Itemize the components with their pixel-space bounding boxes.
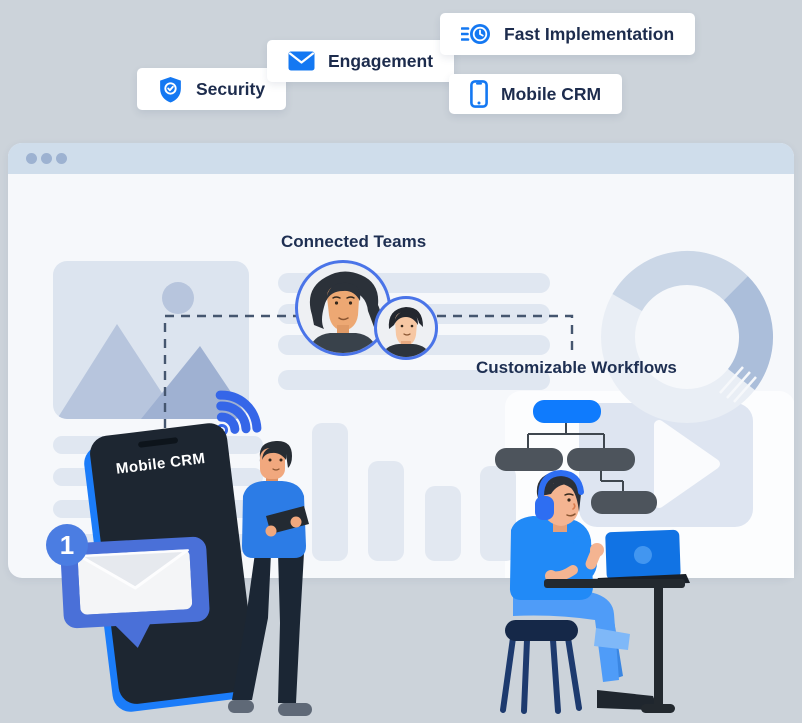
text-line-placeholder — [278, 370, 550, 390]
window-dot-1 — [26, 153, 37, 164]
notification-badge-count: 1 — [59, 529, 75, 560]
image-placeholder — [53, 261, 249, 419]
smartphone-icon — [470, 80, 488, 108]
desk-base — [641, 704, 675, 713]
envelope-large-icon — [77, 549, 193, 615]
chip-fast-implementation[interactable]: Fast Implementation — [440, 13, 696, 55]
avatar-large — [295, 260, 391, 356]
desk-top — [544, 579, 685, 588]
chip-fast-implementation-label: Fast Implementation — [504, 23, 675, 44]
bar-chart-bar — [312, 423, 348, 561]
shield-check-icon — [158, 76, 183, 103]
standing-person — [228, 440, 312, 716]
phone-notch — [137, 437, 179, 448]
dashed-connector — [163, 314, 624, 491]
avatar-large-face — [308, 271, 381, 353]
chip-engagement[interactable]: Engagement — [267, 40, 455, 82]
speed-clock-icon — [461, 22, 491, 46]
desk-pole — [654, 588, 663, 706]
chip-mobile-crm-label: Mobile CRM — [501, 83, 602, 104]
video-card — [579, 403, 753, 527]
flow-node-right — [567, 448, 635, 471]
phone-screen-label: Mobile CRM — [115, 449, 207, 478]
notification-badge: 1 — [46, 524, 88, 566]
headphones-icon — [538, 469, 584, 499]
play-icon[interactable] — [579, 403, 753, 527]
chip-mobile-crm[interactable]: Mobile CRM — [449, 74, 623, 114]
chip-security[interactable]: Security — [137, 68, 287, 110]
seated-person — [500, 469, 655, 714]
window-dot-3 — [56, 153, 67, 164]
connected-teams-title: Connected Teams — [281, 232, 427, 251]
donut-chart — [601, 250, 774, 423]
avatar-small — [374, 296, 438, 360]
envelope-icon — [288, 51, 315, 71]
notification-popup — [59, 536, 211, 651]
bar-chart-bar — [368, 461, 404, 561]
desk-and-laptop — [544, 529, 690, 713]
flow-node-left — [495, 448, 563, 471]
flow-node-root — [533, 400, 601, 423]
bar-chart-bar — [480, 466, 516, 561]
bar-chart-bar — [425, 486, 461, 561]
flow-node-child — [591, 491, 657, 514]
window-dot-2 — [41, 153, 52, 164]
chip-engagement-label: Engagement — [328, 50, 434, 71]
stool — [500, 620, 582, 714]
window-title-bar — [8, 143, 794, 174]
chip-security-label: Security — [196, 78, 266, 99]
customizable-workflows-title: Customizable Workflows — [476, 358, 677, 377]
laptop — [605, 529, 681, 581]
avatar-small-face — [381, 307, 431, 357]
image-placeholder-graphic — [57, 282, 249, 419]
